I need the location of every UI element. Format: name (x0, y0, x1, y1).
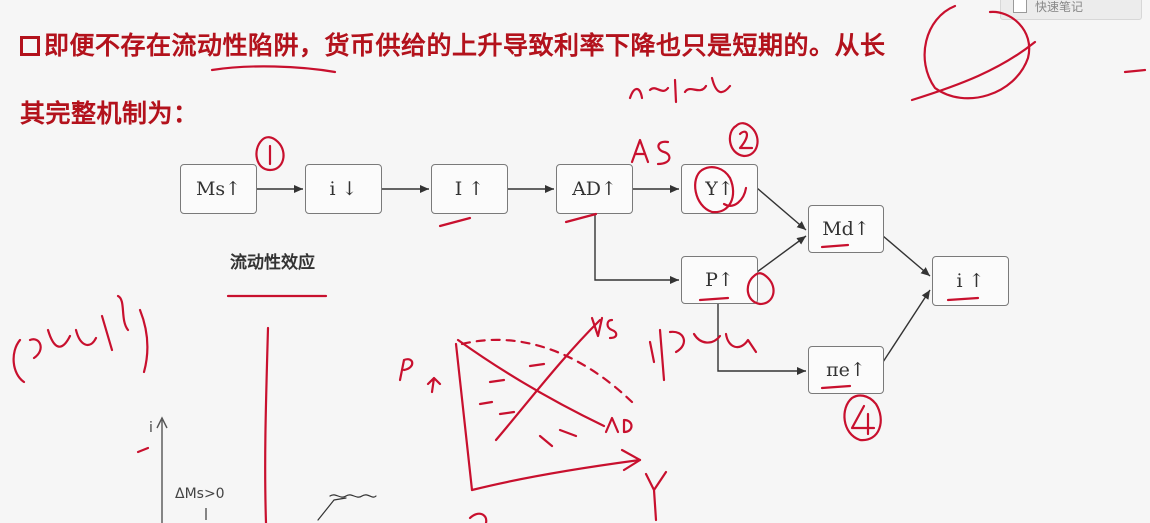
ink-word-left (648, 328, 758, 382)
mini-chart-annotation: ΔMs>0 (175, 486, 225, 502)
ink-vertical-line (264, 326, 270, 523)
ink-underline-liquidity-trap (210, 65, 337, 74)
node-ms: Ms↑ (180, 164, 257, 214)
mini-chart-y-arrowhead (156, 416, 168, 429)
ink-word-top (628, 76, 732, 104)
heading-line-2: 其完整机制为： (20, 99, 199, 128)
ink-word-far-left (12, 294, 149, 384)
ink-stairs (317, 497, 347, 521)
ink-curve-ad (456, 338, 606, 428)
ink-dash-right (1123, 68, 1147, 74)
heading-line-1-text: 即便不存在流动性陷阱，货币供给的上升导致利率下降也只是短期的。从长 (44, 31, 886, 60)
ink-underline-inv (438, 216, 472, 228)
arrow-p-to-md (756, 235, 807, 273)
ink-mini-mark (136, 446, 150, 454)
ink-underline-pie (820, 384, 852, 390)
arrow-pie-to-i (882, 289, 931, 363)
ink-circle-2 (728, 122, 759, 158)
arrow-p-to-pie (717, 303, 806, 375)
ink-axis-x (470, 458, 642, 492)
ink-label-y (644, 470, 668, 522)
ink-underline-md (820, 243, 850, 249)
ink-arrowhead-x (620, 448, 642, 472)
ink-stroke-top-right (910, 40, 1037, 102)
heading-line-1: 即便不存在流动性陷阱，货币供给的上升导致利率下降也只是短期的。从长 (20, 26, 886, 62)
square-bullet-icon (20, 36, 40, 56)
note-checkbox-icon (1013, 0, 1027, 13)
liquidity-effect-caption: 流动性效应 (230, 253, 315, 273)
ink-number-4 (850, 404, 876, 436)
ink-circle-short-term (923, 4, 1031, 100)
node-i-up: i ↑ (932, 256, 1009, 306)
quick-note-label: 快速笔记 (1035, 0, 1084, 14)
ink-circle-1 (255, 136, 285, 172)
arrow-ad-to-p (594, 214, 679, 284)
ink-circle-4 (843, 394, 882, 442)
ink-bottom-mark (468, 512, 488, 523)
ink-ring-output (694, 166, 735, 214)
ink-number-2 (738, 130, 754, 150)
mini-chart-axis-label: i (149, 420, 153, 436)
arrow-y-to-md (756, 187, 807, 231)
ink-as-label (630, 138, 671, 166)
ink-curve-as (494, 318, 602, 442)
node-aggregate-demand: AD↑ (556, 164, 633, 214)
ink-underline-p (698, 296, 730, 302)
ink-label-as (590, 316, 618, 340)
arrow-md-to-i (882, 235, 931, 277)
ink-arrow-up (426, 376, 442, 394)
node-investment: I ↑ (431, 164, 508, 214)
node-price: P↑ (681, 256, 758, 304)
ink-curve-ad-dashed (460, 338, 634, 404)
ink-hook-output (722, 186, 748, 207)
ink-label-ad (604, 416, 633, 434)
ink-circle-3 (746, 272, 775, 306)
node-money-demand: Md↑ (808, 205, 884, 253)
ink-wavy (329, 494, 377, 498)
ink-label-p (398, 358, 414, 382)
node-i-down: i ↓ (305, 164, 382, 214)
ink-axis-y (454, 342, 474, 492)
ink-underline-i2 (946, 296, 980, 302)
ink-dashes (478, 362, 578, 448)
ink-underline-ad (564, 212, 598, 224)
quick-note-button[interactable]: 快速笔记 (1000, 0, 1142, 20)
